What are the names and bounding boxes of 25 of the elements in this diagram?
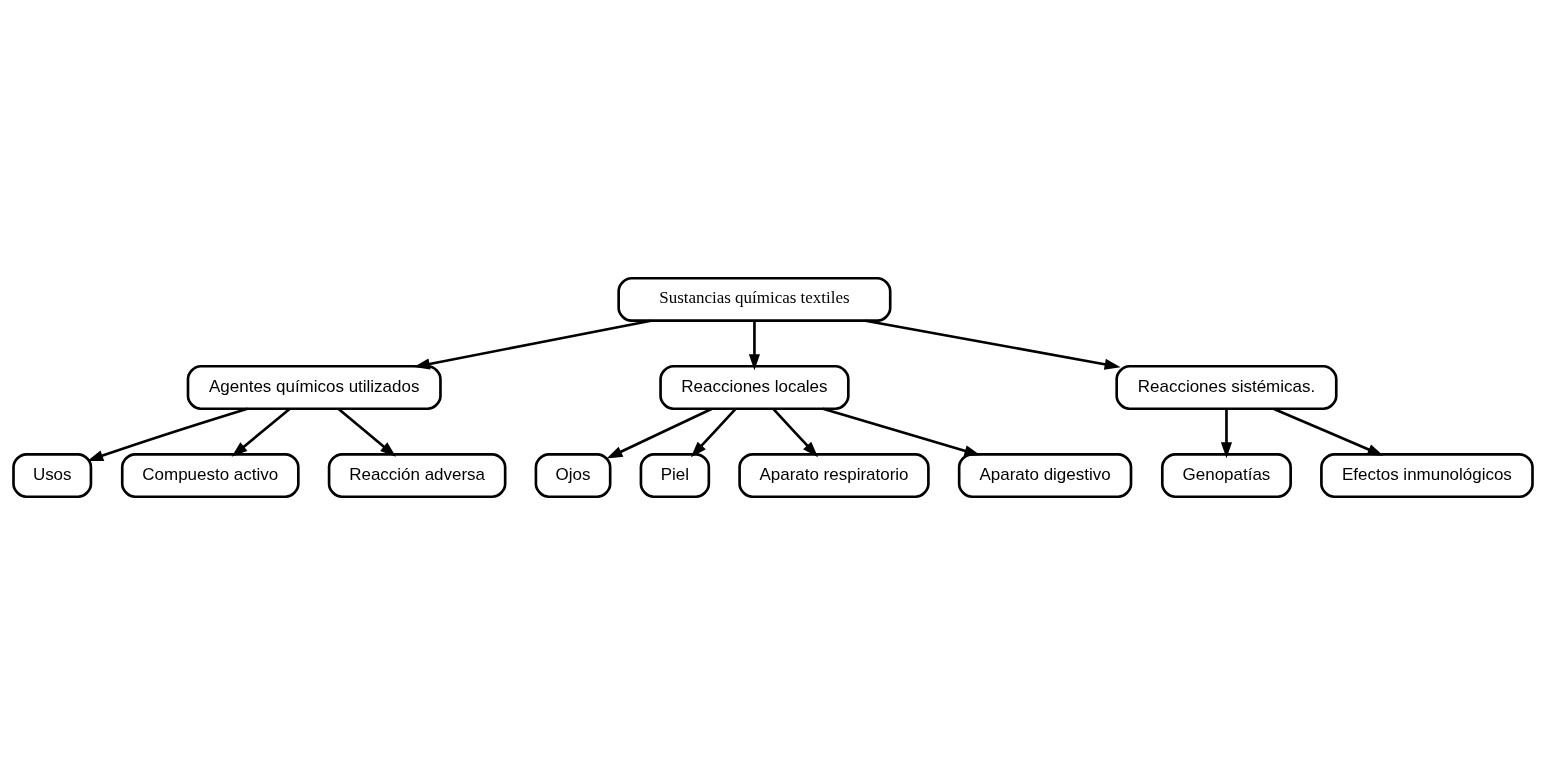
arrow xyxy=(1273,407,1384,456)
arrow xyxy=(606,407,713,459)
node-box: Compuesto activo xyxy=(120,453,300,499)
node-box: Reacciones locales xyxy=(659,364,850,411)
node-box: Genopatías xyxy=(1160,453,1292,499)
arrow xyxy=(822,407,981,457)
arrow xyxy=(413,319,652,370)
node-box: Agentes químicos utilizados xyxy=(186,364,442,411)
arrow xyxy=(748,320,760,371)
arrow xyxy=(87,407,248,462)
arrow xyxy=(1220,408,1233,459)
arrow xyxy=(231,407,291,457)
arrow xyxy=(690,408,737,458)
node-box: Efectos inmunológicos xyxy=(1320,453,1534,499)
arrow xyxy=(772,408,818,458)
node-box: Ojos xyxy=(534,453,612,499)
node-box: Sustancias químicas textiles xyxy=(617,276,892,322)
node-box: Piel xyxy=(639,453,711,499)
node-box: Usos xyxy=(12,453,93,499)
node-box: Reacciones sistémicas. xyxy=(1115,364,1338,411)
arrow xyxy=(337,407,396,457)
node-box: Aparato digestivo xyxy=(957,453,1133,499)
arrow xyxy=(865,319,1121,370)
node-box: Aparato respiratorio xyxy=(738,453,930,499)
node-box: Reacción adversa xyxy=(327,453,507,499)
